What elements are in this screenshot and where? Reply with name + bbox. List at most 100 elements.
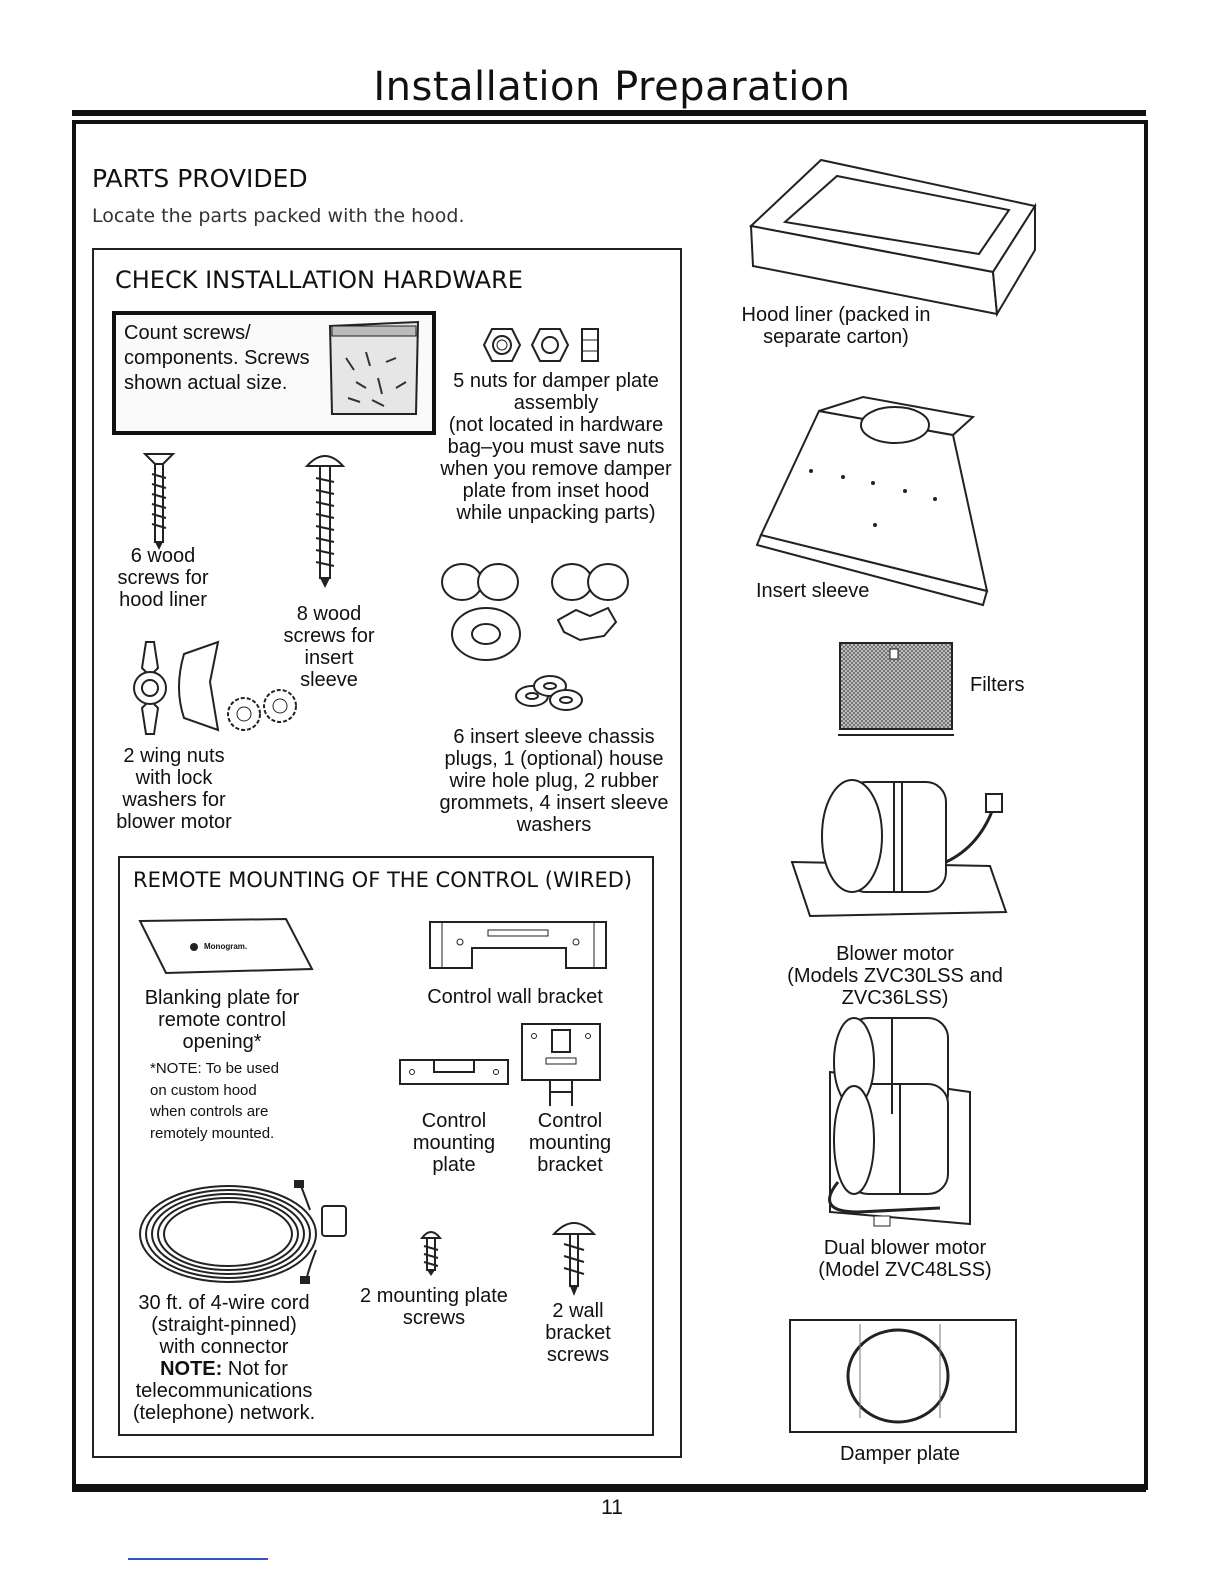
caption-line: Hood liner (packed in [741,304,931,326]
caption-line: telecommunications [135,1380,313,1402]
blanking-plate-icon [138,917,314,975]
caption-line: hood liner [119,589,207,611]
caption-line: washers for [122,789,226,811]
note-line: *NOTE: To be used [150,1060,279,1077]
caption-line: Dual blower motor [823,1237,987,1259]
cord-note-label: NOTE: [160,1358,223,1380]
title-rule [72,110,1146,116]
dual-blower-caption: Dual blower motor (Model ZVC48LSS) [800,1237,1010,1281]
page-title: Installation Preparation [373,64,851,110]
caption-line: screws [546,1344,610,1366]
blanking-plate-note: *NOTE: To be used on custom hood when co… [150,1058,320,1144]
caption-line: Blower motor [836,943,954,965]
wire-cord-icon [139,1180,347,1285]
control-mounting-bracket-icon [521,1023,601,1106]
hood-liner-icon [748,158,1037,318]
caption-line: (Model ZVC48LSS) [818,1259,992,1281]
wood-screws-sleeve-caption: 8 wood screws for insert sleeve [264,603,394,691]
blower-motor-caption: Blower motor (Models ZVC30LSS and ZVC36L… [740,943,1050,1009]
caption-line: 2 mounting plate [360,1285,508,1307]
caption-line: Control [421,1110,487,1132]
chassis-plugs-icon [441,563,629,711]
caption-line: plugs, 1 (optional) house [444,748,664,770]
installation-hardware-box [92,248,682,1458]
caption-line: bracket [537,1154,603,1176]
caption-line: blower motor [116,811,232,833]
caption-line: remote control [158,1009,286,1031]
blanking-plate-caption: Blanking plate for remote control openin… [132,987,312,1053]
hood-liner-caption: Hood liner (packed in separate carton) [736,304,936,348]
remote-mounting-heading: REMOTE MOUNTING OF THE CONTROL (WIRED) [133,868,633,892]
wood-screws-liner-caption: 6 wood screws for hood liner [108,545,218,611]
nuts-caption-line: assembly [513,392,599,414]
blower-motor-icon [790,779,1008,918]
hardware-heading: CHECK INSTALLATION HARDWARE [115,266,523,294]
caption-line: (Models ZVC30LSS and ZVC36LSS) [787,965,1003,1009]
filters-caption: Filters [970,674,1025,696]
insert-sleeve-caption: Insert sleeve [756,580,870,602]
caption-line: Control [537,1110,603,1132]
nuts-caption-line: bag–you must save nuts [447,436,665,458]
caption-line: screws [402,1307,466,1329]
mounting-plate-screws-caption: 2 mounting plate screws [356,1285,512,1329]
insert-sleeve-icon [755,395,989,607]
caption-line: wire hole plug, 2 rubber [449,770,659,792]
caption-line: screws for [283,625,375,647]
hardware-bag-icon [328,320,420,415]
parts-provided-subtext: Locate the parts packed with the hood. [92,205,465,227]
note-line: remotely mounted. [150,1124,275,1142]
nuts-caption-line: 5 nuts for damper plate [453,370,659,392]
nuts-caption: 5 nuts for damper plate assembly (not lo… [436,370,676,524]
caption-line: separate carton) [763,326,909,348]
blanking-plate-logo: Monogram. [204,942,248,951]
caption-line: sleeve [300,669,358,691]
wood-screw-sleeve-icon [304,455,346,588]
note-line: when controls are [150,1103,269,1120]
caption-line: 2 wall [552,1300,604,1322]
filter-icon [838,642,954,736]
caption-line: Blanking plate for [144,987,300,1009]
cord-note-line: NOTE: Not for [124,1358,324,1380]
caption-line: (straight-pinned) [151,1314,297,1336]
damper-nuts-icon [482,328,599,362]
caption-line: screws for [117,567,209,589]
caption-line: mounting [412,1132,496,1154]
caption-line: bracket [545,1322,611,1344]
caption-line: 2 wing nuts [123,745,225,767]
dual-blower-motor-icon [828,1017,971,1227]
parts-provided-heading: PARTS PROVIDED [92,164,308,193]
caption-line: with connector [159,1336,289,1358]
caption-line: grommets, 4 insert sleeve [439,792,669,814]
nuts-caption-line: while unpacking parts) [456,502,656,524]
caption-line: plate [432,1154,476,1176]
wood-screw-liner-icon [142,453,176,550]
caption-line: 30 ft. of 4-wire cord [138,1292,310,1314]
plugs-caption: 6 insert sleeve chassis plugs, 1 (option… [432,726,676,836]
caption-line: 6 insert sleeve chassis [453,726,655,748]
control-mounting-bracket-caption: Control mounting bracket [518,1110,622,1176]
wing-nuts-caption: 2 wing nuts with lock washers for blower… [104,745,244,833]
nuts-caption-line: (not located in hardware [448,414,664,436]
wing-nuts-icon [133,640,297,735]
damper-plate-caption: Damper plate [839,1443,961,1465]
caption-line: (telephone) network. [132,1402,316,1424]
control-mounting-plate-icon [399,1059,509,1085]
bottom-link-line [128,1558,268,1560]
caption-line: washers [516,814,592,836]
remote-mounting-box [118,856,654,1436]
control-wall-bracket-caption: Control wall bracket [427,986,603,1008]
wire-cord-caption: 30 ft. of 4-wire cord (straight-pinned) … [124,1292,324,1424]
wall-bracket-screws-caption: 2 wall bracket screws [528,1300,628,1366]
page-number: 11 [601,1496,623,1519]
caption-line: opening* [182,1031,262,1053]
control-mounting-plate-caption: Control mounting plate [404,1110,504,1176]
nuts-caption-line: when you remove damper [440,458,672,480]
caption-line: with lock [135,767,213,789]
frame-bottom-rule [72,1484,1146,1492]
caption-line: 6 wood [130,545,196,567]
control-wall-bracket-icon [429,921,607,969]
count-screws-note: Count screws/ components. Screws shown a… [124,322,310,394]
damper-plate-icon [789,1319,1017,1433]
caption-line: 8 wood [296,603,362,625]
caption-line: mounting [528,1132,612,1154]
